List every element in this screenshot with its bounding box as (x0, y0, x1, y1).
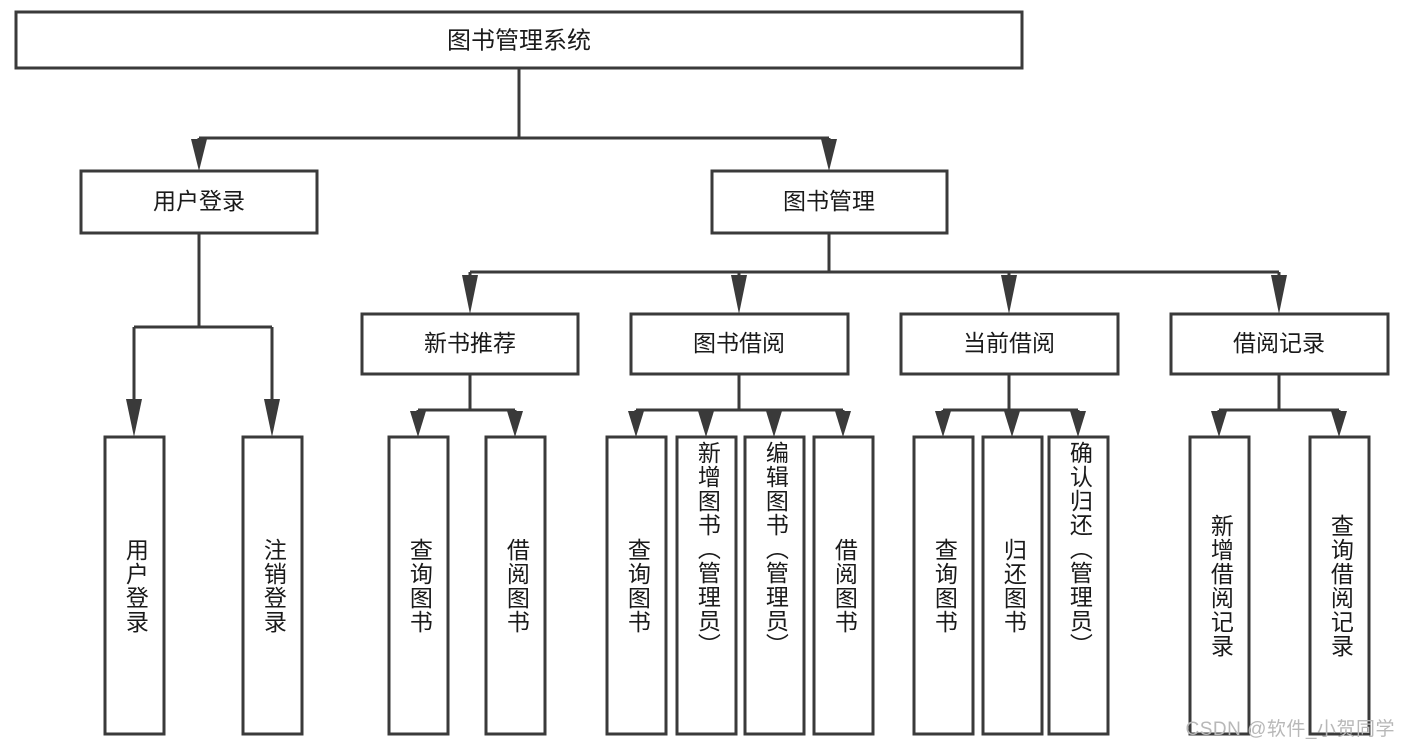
leaf-box-query-book-current[interactable] (912, 435, 975, 736)
leaf-box-add-borrow-record[interactable] (1188, 435, 1251, 736)
new-book-recommendation-label: 新书推荐 (424, 330, 516, 356)
leaf-box-edit-book-admin[interactable] (743, 435, 806, 736)
leaf-box-query-book-rec[interactable] (387, 435, 450, 736)
user-login-box[interactable] (79, 169, 319, 235)
arrow-to-leaf-query-book-c (935, 411, 951, 437)
book-management-box[interactable] (710, 169, 949, 235)
leaf-box-return-book[interactable] (981, 435, 1044, 736)
book-borrowing-label: 图书借阅 (693, 330, 785, 356)
leaf-box-logout[interactable] (241, 435, 304, 736)
leaf-box-borrow-book-rec[interactable] (484, 435, 547, 736)
arrow-to-current-borrow (1001, 275, 1017, 314)
leaf-box-confirm-return-admin[interactable] (1047, 435, 1110, 736)
arrow-to-leaf-user-login (126, 399, 142, 437)
arrow-to-leaf-edit-book (766, 411, 782, 437)
node-user-login[interactable]: 用户登录 (79, 169, 319, 235)
csdn-watermark: CSDN @软件_小贺同学 (1185, 719, 1395, 740)
connector-group-root-to-level2 (191, 68, 837, 171)
root-label: 图书管理系统 (447, 27, 591, 54)
node-current-borrowing[interactable]: 当前借阅 (899, 312, 1120, 376)
node-borrowing-record[interactable]: 借阅记录 (1169, 312, 1390, 376)
node-root-book-management-system[interactable]: 图书管理系统 (14, 10, 1024, 70)
book-borrowing-box[interactable] (629, 312, 850, 376)
connector-group-current-borrow-to-leaves (935, 374, 1086, 437)
leaf-box-add-book-admin[interactable] (675, 435, 738, 736)
leaf-box-query-book-borrow[interactable] (605, 435, 668, 736)
node-new-book-recommendation[interactable]: 新书推荐 (360, 312, 580, 376)
leaf-box-user-login[interactable] (103, 435, 166, 736)
connector-group-book-borrow-to-leaves (628, 374, 851, 437)
arrow-to-user-login (191, 139, 207, 171)
arrow-to-leaf-query-book-a (410, 411, 426, 437)
arrow-to-book-borrow (731, 275, 747, 314)
connector-group-book-manage-to-level3 (462, 233, 1287, 314)
arrow-to-leaf-query-book-b (628, 411, 644, 437)
arrow-to-leaf-add-record (1211, 411, 1227, 437)
arrow-to-leaf-add-book (698, 411, 714, 437)
node-book-borrowing[interactable]: 图书借阅 (629, 312, 850, 376)
arrow-to-leaf-borrow-book-a (507, 411, 523, 437)
node-book-management[interactable]: 图书管理 (710, 169, 949, 235)
arrow-to-leaf-confirm-return (1070, 411, 1086, 437)
arrow-to-new-book-rec (462, 275, 478, 314)
borrowing-record-box[interactable] (1169, 312, 1390, 376)
connector-group-user-login-to-leaves (126, 233, 280, 437)
leaf-box-borrow-book[interactable] (812, 435, 875, 736)
arrow-to-leaf-query-record (1331, 411, 1347, 437)
new-book-recommendation-box[interactable] (360, 312, 580, 376)
user-login-label: 用户登录 (153, 188, 245, 214)
arrow-to-borrow-record (1271, 275, 1287, 314)
connector-group-borrow-record-to-leaves (1211, 374, 1347, 437)
current-borrowing-label: 当前借阅 (963, 330, 1055, 356)
root-box[interactable] (14, 10, 1024, 70)
current-borrowing-box[interactable] (899, 312, 1120, 376)
book-management-label: 图书管理 (783, 188, 875, 214)
arrow-to-leaf-borrow-book-b (835, 411, 851, 437)
connector-group-new-book-rec-to-leaves (410, 374, 523, 437)
borrowing-record-label: 借阅记录 (1233, 330, 1325, 356)
leaf-box-query-borrow-record[interactable] (1308, 435, 1371, 736)
arrow-to-leaf-return-book (1004, 411, 1020, 437)
arrow-to-book-manage (821, 139, 837, 171)
arrow-to-leaf-logout (264, 399, 280, 437)
